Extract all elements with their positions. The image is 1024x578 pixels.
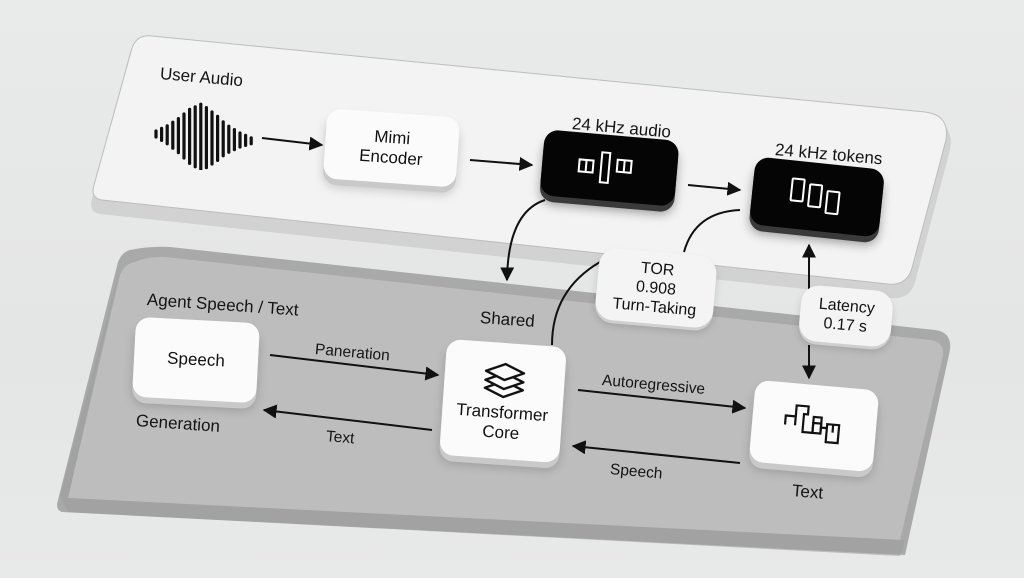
mimi-encoder-node[interactable]: Mimi Encoder bbox=[322, 108, 461, 188]
edge-audio-to-shared bbox=[500, 199, 546, 282]
edge-core-to-speech bbox=[262, 404, 433, 431]
edge-speech-to-core bbox=[269, 354, 440, 381]
tokens-24khz-node[interactable] bbox=[748, 156, 886, 238]
edge-waveform-to-encoder bbox=[261, 136, 324, 151]
edge-label-text: Text bbox=[325, 428, 356, 448]
layers-stack-icon bbox=[483, 362, 526, 399]
mimi-encoder-label-2: Encoder bbox=[358, 145, 424, 170]
edge-core-to-text bbox=[577, 389, 747, 414]
stepped-blocks-icon bbox=[783, 404, 841, 445]
edge-core-to-tokens bbox=[551, 261, 601, 346]
transformer-label-2: Core bbox=[481, 421, 520, 444]
audio-codec-blocks-icon bbox=[577, 151, 633, 184]
speech-label: Speech bbox=[166, 348, 226, 371]
tor-badge: TOR 0.908 Turn-Taking bbox=[594, 246, 718, 330]
mimi-encoder-label-1: Mimi bbox=[373, 126, 411, 149]
edge-encoder-to-audio bbox=[469, 157, 534, 171]
edge-audio-to-tokens bbox=[687, 181, 742, 196]
shared-label: Shared bbox=[479, 308, 536, 331]
text-output-node[interactable] bbox=[748, 379, 880, 473]
speech-node[interactable]: Speech bbox=[131, 316, 261, 404]
latency-badge: Latency 0.17 s bbox=[797, 284, 895, 348]
edge-tor-to-tokens bbox=[683, 209, 741, 253]
audio-24khz-node[interactable] bbox=[539, 129, 680, 207]
transformer-core-node[interactable]: Transformer Core bbox=[439, 338, 567, 464]
edge-text-to-core bbox=[571, 440, 741, 464]
text-output-caption: Text bbox=[791, 481, 824, 503]
tor-caption: Turn-Taking bbox=[611, 294, 697, 320]
waveform-icon bbox=[150, 100, 260, 172]
token-blocks-icon bbox=[789, 177, 841, 216]
latency-value: 0.17 s bbox=[822, 315, 868, 336]
